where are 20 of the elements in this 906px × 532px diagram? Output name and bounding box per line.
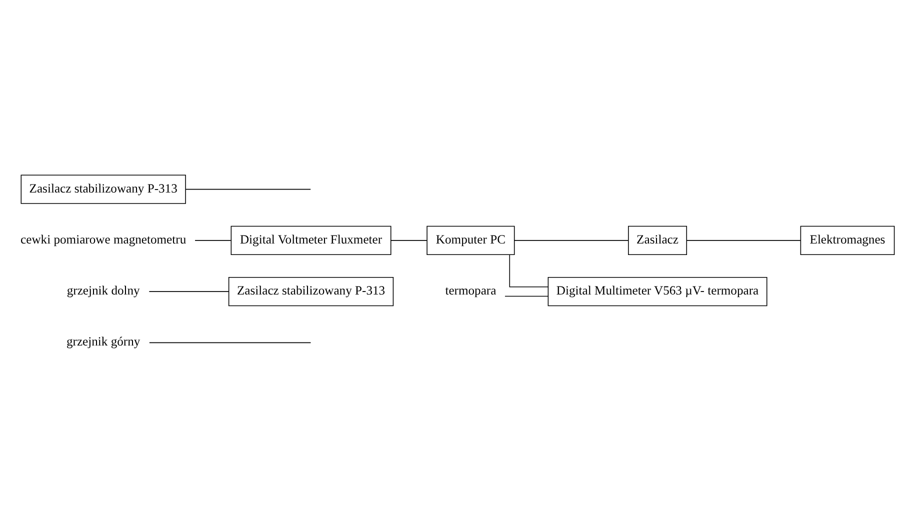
node-box: Elektromagnes: [800, 226, 895, 255]
node-text: grzejnik górny: [66, 334, 140, 349]
connector: [514, 240, 629, 241]
node-box: Zasilacz stabilizowany P-313: [228, 277, 394, 306]
connector: [509, 254, 548, 288]
connector: [194, 240, 232, 241]
node-text: cewki pomiarowe magnetometru: [20, 232, 186, 246]
node-box: Digital Multimeter V563 µV- termopara: [548, 277, 768, 306]
node-box: Zasilacz stabilizowany P-313: [20, 174, 186, 204]
connector: [504, 296, 548, 297]
node-text: grzejnik dolny: [66, 284, 140, 298]
connector: [148, 291, 230, 292]
node-box: Digital Voltmeter Fluxmeter: [230, 226, 392, 255]
connector: [390, 240, 428, 241]
node-text: termopara: [445, 284, 496, 298]
connector: [686, 240, 801, 241]
connector: [149, 342, 312, 344]
node-box: Zasilacz: [628, 226, 688, 255]
connector: [185, 188, 311, 190]
node-box: Komputer PC: [426, 226, 515, 255]
